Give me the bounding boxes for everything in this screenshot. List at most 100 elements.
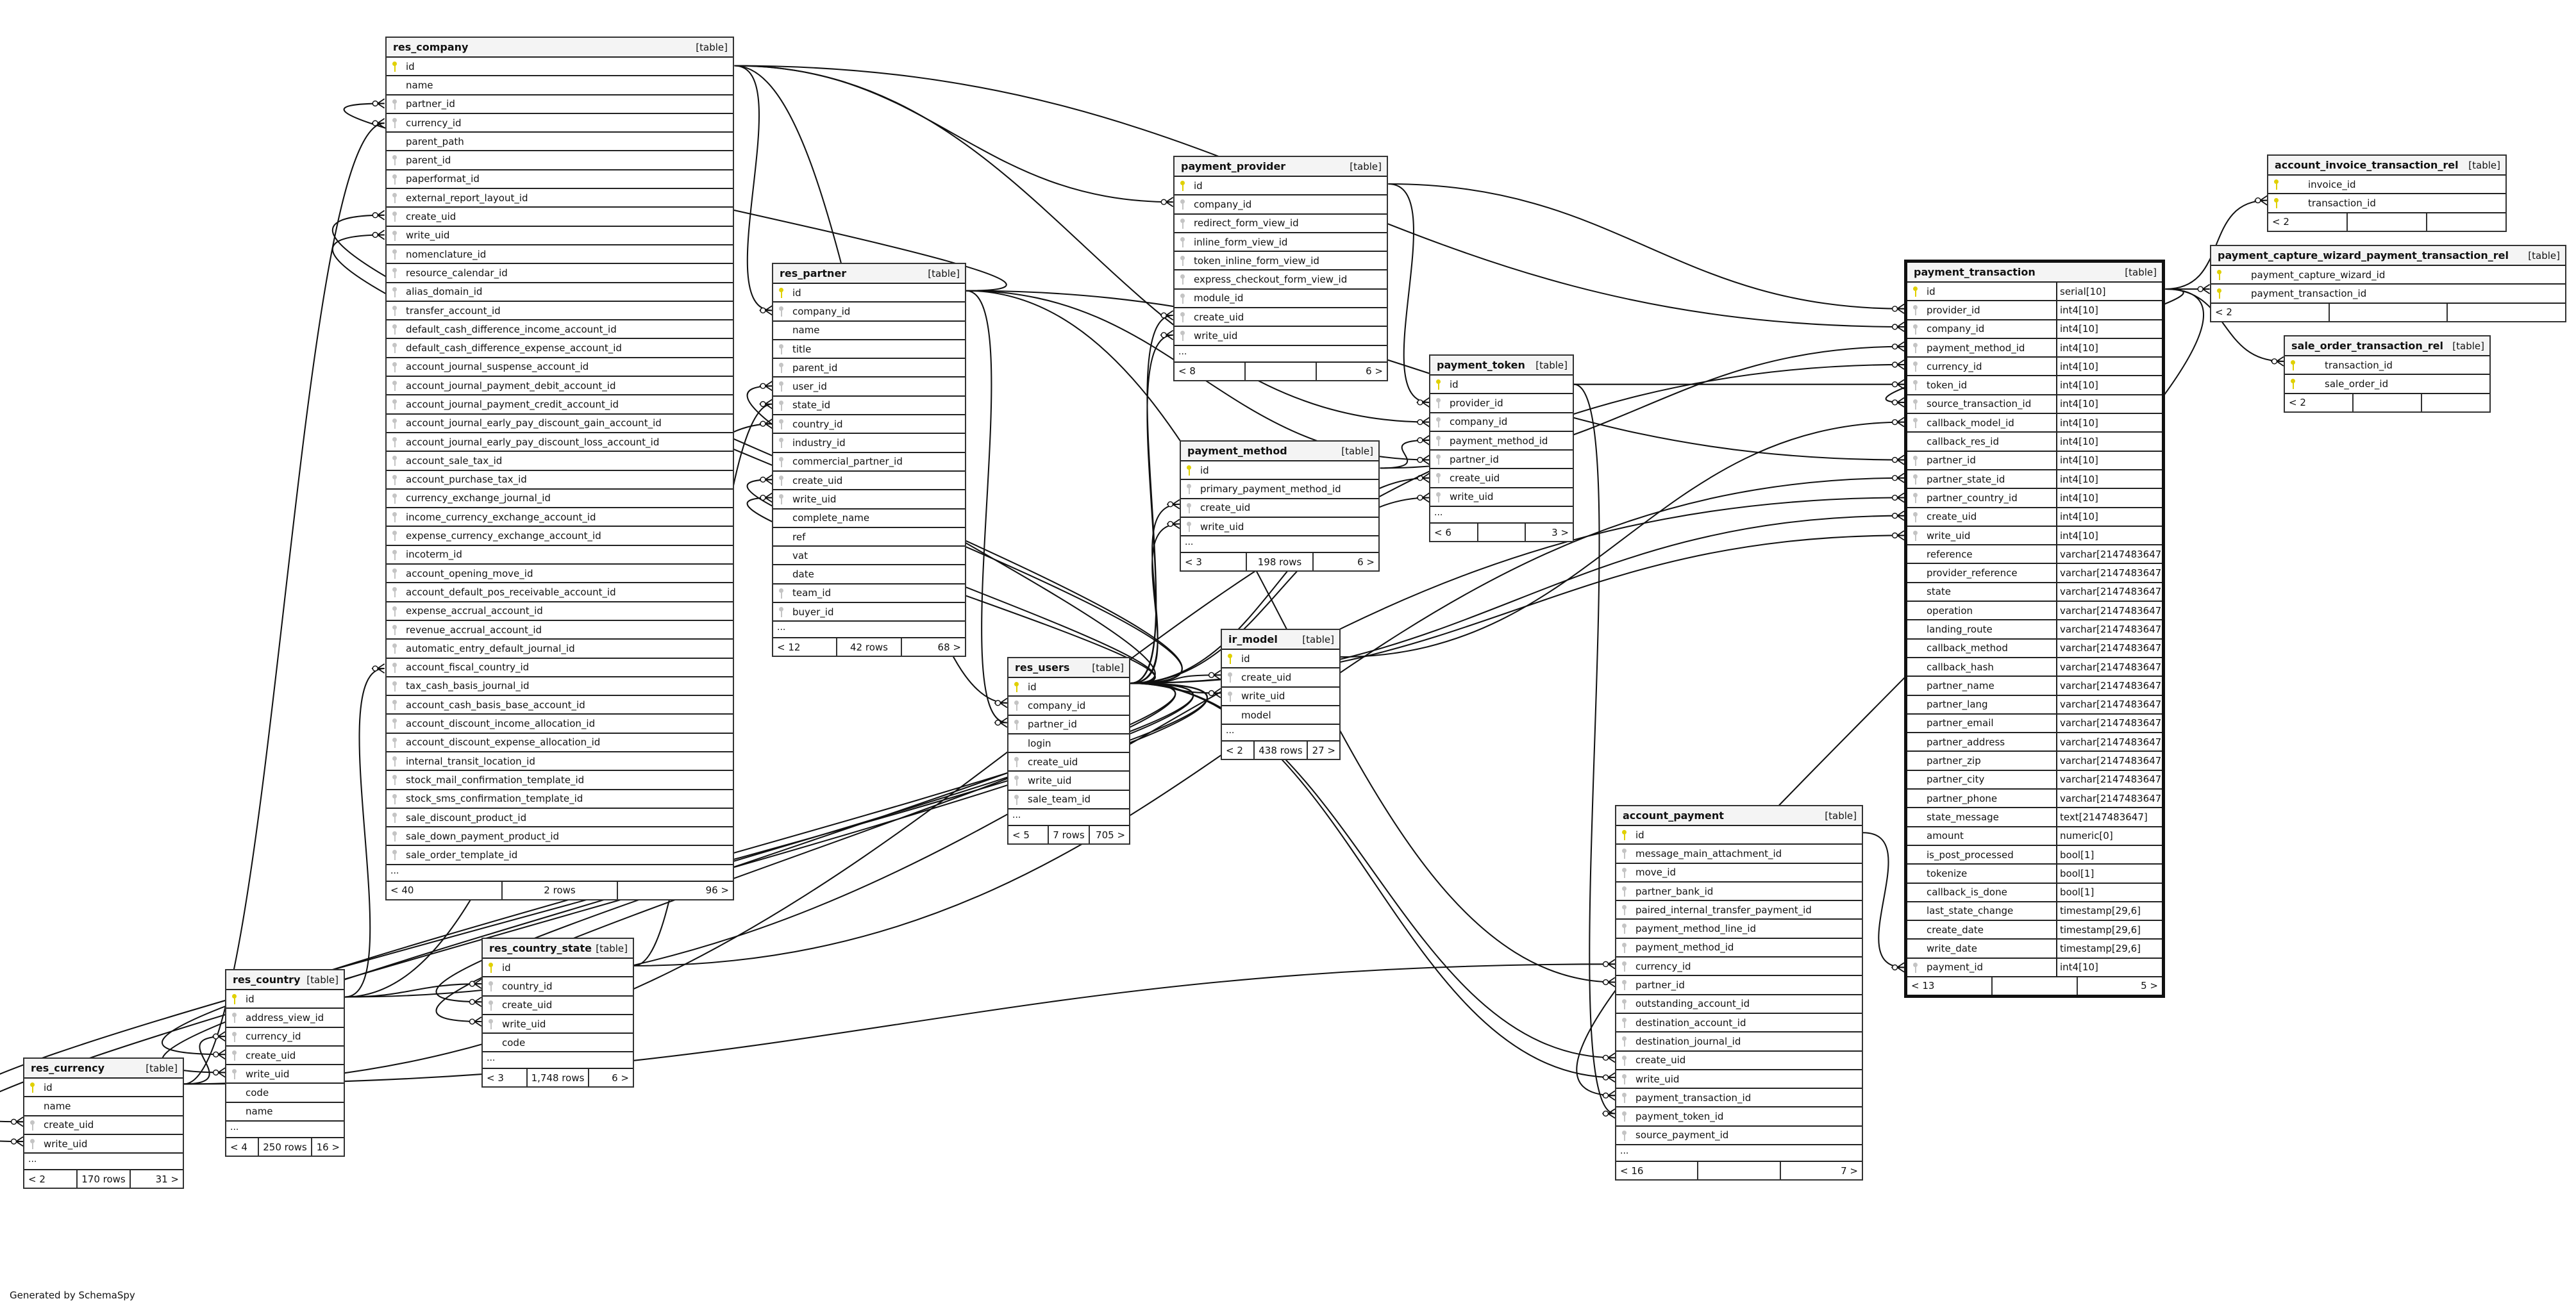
table-name-link[interactable]: payment_token: [1437, 359, 1525, 371]
foreign-key-icon: [1913, 530, 1918, 541]
foreign-key-icon: [1913, 962, 1918, 973]
column-name: message_main_attachment_id: [1635, 847, 1782, 859]
column-name: account_cash_basis_base_account_id: [406, 699, 585, 711]
column-row: id: [1008, 678, 1129, 697]
table-sale-order-transaction-rel: sale_order_transaction_rel[table]transac…: [2284, 335, 2491, 413]
foreign-key-icon: [392, 812, 397, 823]
column-row: currency_id: [387, 114, 733, 133]
table-name-link[interactable]: res_currency: [31, 1062, 105, 1074]
column-name: partner_phone: [1927, 792, 1998, 804]
column-name: transaction_id: [2308, 197, 2376, 209]
relationship-line: [1388, 183, 1430, 408]
foreign-key-icon: [1014, 701, 1019, 711]
column-type: timestamp[29,6]: [2056, 921, 2162, 939]
table-name-link[interactable]: payment_method: [1187, 445, 1287, 457]
column-row: vat: [773, 547, 965, 566]
table-name-link[interactable]: payment_capture_wizard_payment_transacti…: [2218, 249, 2509, 261]
foreign-key-icon: [1622, 867, 1627, 878]
column-type: varchar[2147483647]: [2056, 545, 2165, 563]
table-name-link[interactable]: payment_transaction: [1914, 266, 2036, 278]
foreign-key-icon: [1436, 473, 1441, 484]
foreign-key-icon: [1180, 236, 1185, 247]
column-type: varchar[2147483647]: [2056, 677, 2165, 695]
table-name-link[interactable]: res_users: [1015, 661, 1070, 674]
table-name-link[interactable]: res_partner: [780, 267, 847, 279]
column-row: account_discount_income_allocation_id: [387, 715, 733, 734]
column-type: numeric[0]: [2056, 827, 2162, 845]
table-type-label: [table]: [1341, 445, 1373, 457]
relationship-line: [331, 229, 1183, 684]
column-row: inline_form_view_id: [1175, 233, 1387, 253]
foreign-key-icon: [779, 494, 783, 505]
foreign-key-icon: [1014, 794, 1019, 805]
column-row: tax_cash_basis_journal_id: [387, 677, 733, 697]
foreign-key-icon: [392, 850, 397, 861]
primary-key-icon: [1180, 181, 1185, 191]
relationship-line: [1573, 383, 1616, 1119]
parent-count: < 2: [2289, 397, 2306, 409]
row-count: 438 rows: [1253, 742, 1307, 759]
table-header: ir_model[table]: [1222, 630, 1339, 650]
column-row: partner_id: [387, 95, 733, 114]
column-name: parent_id: [792, 361, 838, 374]
table-name-link[interactable]: res_country_state: [489, 942, 592, 954]
table-name-link[interactable]: res_company: [393, 41, 469, 53]
primary-key-icon: [489, 963, 493, 973]
table-name-link[interactable]: res_country: [233, 974, 301, 986]
column-row: write_uid: [1222, 688, 1339, 706]
foreign-key-icon: [392, 775, 397, 786]
column-row: stock_sms_confirmation_template_id: [387, 790, 733, 809]
column-row: payment_token_id: [1616, 1107, 1862, 1127]
column-name: callback_res_id: [1927, 436, 1999, 448]
table-name-link[interactable]: sale_order_transaction_rel: [2291, 340, 2444, 352]
foreign-key-icon: [1436, 454, 1441, 465]
column-row: title: [773, 340, 965, 360]
table-header: account_invoice_transaction_rel[table]: [2268, 156, 2505, 176]
column-name: create_uid: [406, 211, 456, 223]
column-row: create_uid: [483, 997, 633, 1015]
parent-count: < 5: [1012, 829, 1030, 841]
column-name: write_uid: [792, 493, 837, 505]
column-type: varchar[2147483647]: [2056, 658, 2165, 676]
table-type-label: [table]: [928, 267, 960, 279]
foreign-key-icon: [392, 643, 397, 654]
foreign-key-icon: [1913, 511, 1918, 522]
relationship-line: [1340, 417, 1905, 658]
column-name: write_uid: [1200, 520, 1244, 533]
more-columns-indicator: ...: [24, 1154, 183, 1171]
column-row: name: [24, 1097, 183, 1116]
column-row: transaction_id: [2285, 356, 2489, 376]
column-row: commercial_partner_id: [773, 453, 965, 472]
column-row: account_cash_basis_base_account_id: [387, 696, 733, 715]
row-count: 7 rows: [1048, 826, 1088, 844]
table-name-link[interactable]: payment_provider: [1181, 160, 1286, 172]
column-type: varchar[2147483647]: [2056, 790, 2165, 808]
foreign-key-icon: [1622, 1111, 1627, 1122]
column-name: source_transaction_id: [1927, 398, 2032, 410]
table-name-link[interactable]: account_invoice_transaction_rel: [2275, 159, 2459, 171]
column-name: industry_id: [792, 437, 846, 449]
foreign-key-icon: [392, 211, 397, 222]
child-count: 27 >: [1306, 742, 1339, 759]
column-row: transfer_account_id: [387, 302, 733, 321]
column-name: partner_bank_id: [1635, 885, 1714, 897]
column-name: id: [1927, 285, 1936, 297]
column-row: external_report_layout_id: [387, 189, 733, 208]
column-name: ref: [792, 531, 806, 543]
column-name: create_uid: [1635, 1054, 1686, 1066]
column-name: payment_method_id: [1927, 342, 2025, 354]
column-name: company_id: [1194, 198, 1252, 210]
table-name-link[interactable]: account_payment: [1623, 809, 1724, 822]
column-row: complete_name: [773, 510, 965, 528]
column-name: redirect_form_view_id: [1194, 217, 1299, 229]
column-name: paperformat_id: [406, 173, 480, 185]
relationship-line: [1130, 683, 1616, 1063]
column-name: last_state_change: [1927, 905, 2014, 917]
more-columns-indicator: ...: [1181, 536, 1378, 554]
column-name: partner_zip: [1927, 755, 1981, 767]
table-name-link[interactable]: ir_model: [1228, 633, 1278, 645]
parent-count: < 8: [1178, 365, 1196, 377]
